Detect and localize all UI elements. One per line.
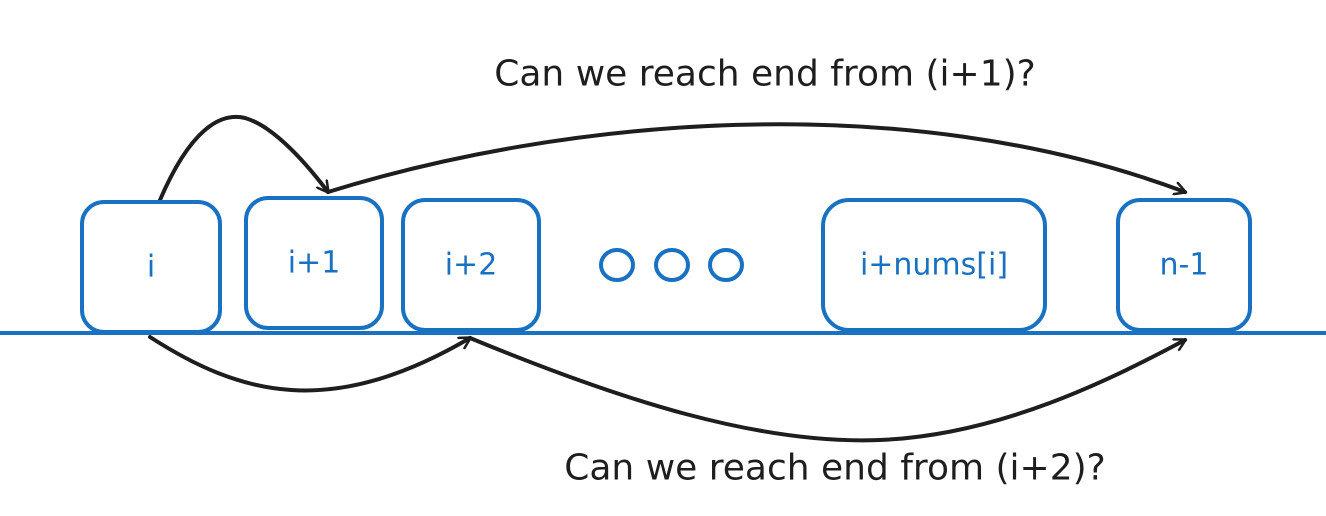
array-cell-label: i (147, 250, 155, 285)
array-cell-n-minus-1: n-1 (1116, 198, 1252, 332)
ellipsis-dot (599, 248, 635, 282)
array-cell-i-plus-1: i+1 (244, 196, 384, 330)
array-cell-label: i+1 (288, 246, 341, 281)
ellipsis (599, 248, 744, 282)
array-cell-i-plus-2: i+2 (401, 198, 541, 332)
top-caption: Can we reach end from (i+1)? (494, 54, 1036, 95)
arrow-i-plus-1-to-end (326, 122, 1185, 192)
bottom-caption: Can we reach end from (i+2)? (564, 448, 1106, 489)
arrow-i-to-i-plus-1 (158, 115, 330, 202)
arrow-i-to-i-plus-2 (148, 335, 470, 393)
array-cell-i: i (80, 200, 222, 334)
array-cell-label: n-1 (1160, 248, 1209, 283)
array-cell-i-plus-nums-i: i+nums[i] (821, 198, 1047, 332)
ellipsis-dot (654, 248, 690, 282)
array-cell-label: i+2 (445, 248, 498, 283)
array-cell-label: i+nums[i] (860, 248, 1008, 283)
ellipsis-dot (708, 248, 744, 282)
arrow-i-plus-2-to-end (468, 336, 1185, 443)
